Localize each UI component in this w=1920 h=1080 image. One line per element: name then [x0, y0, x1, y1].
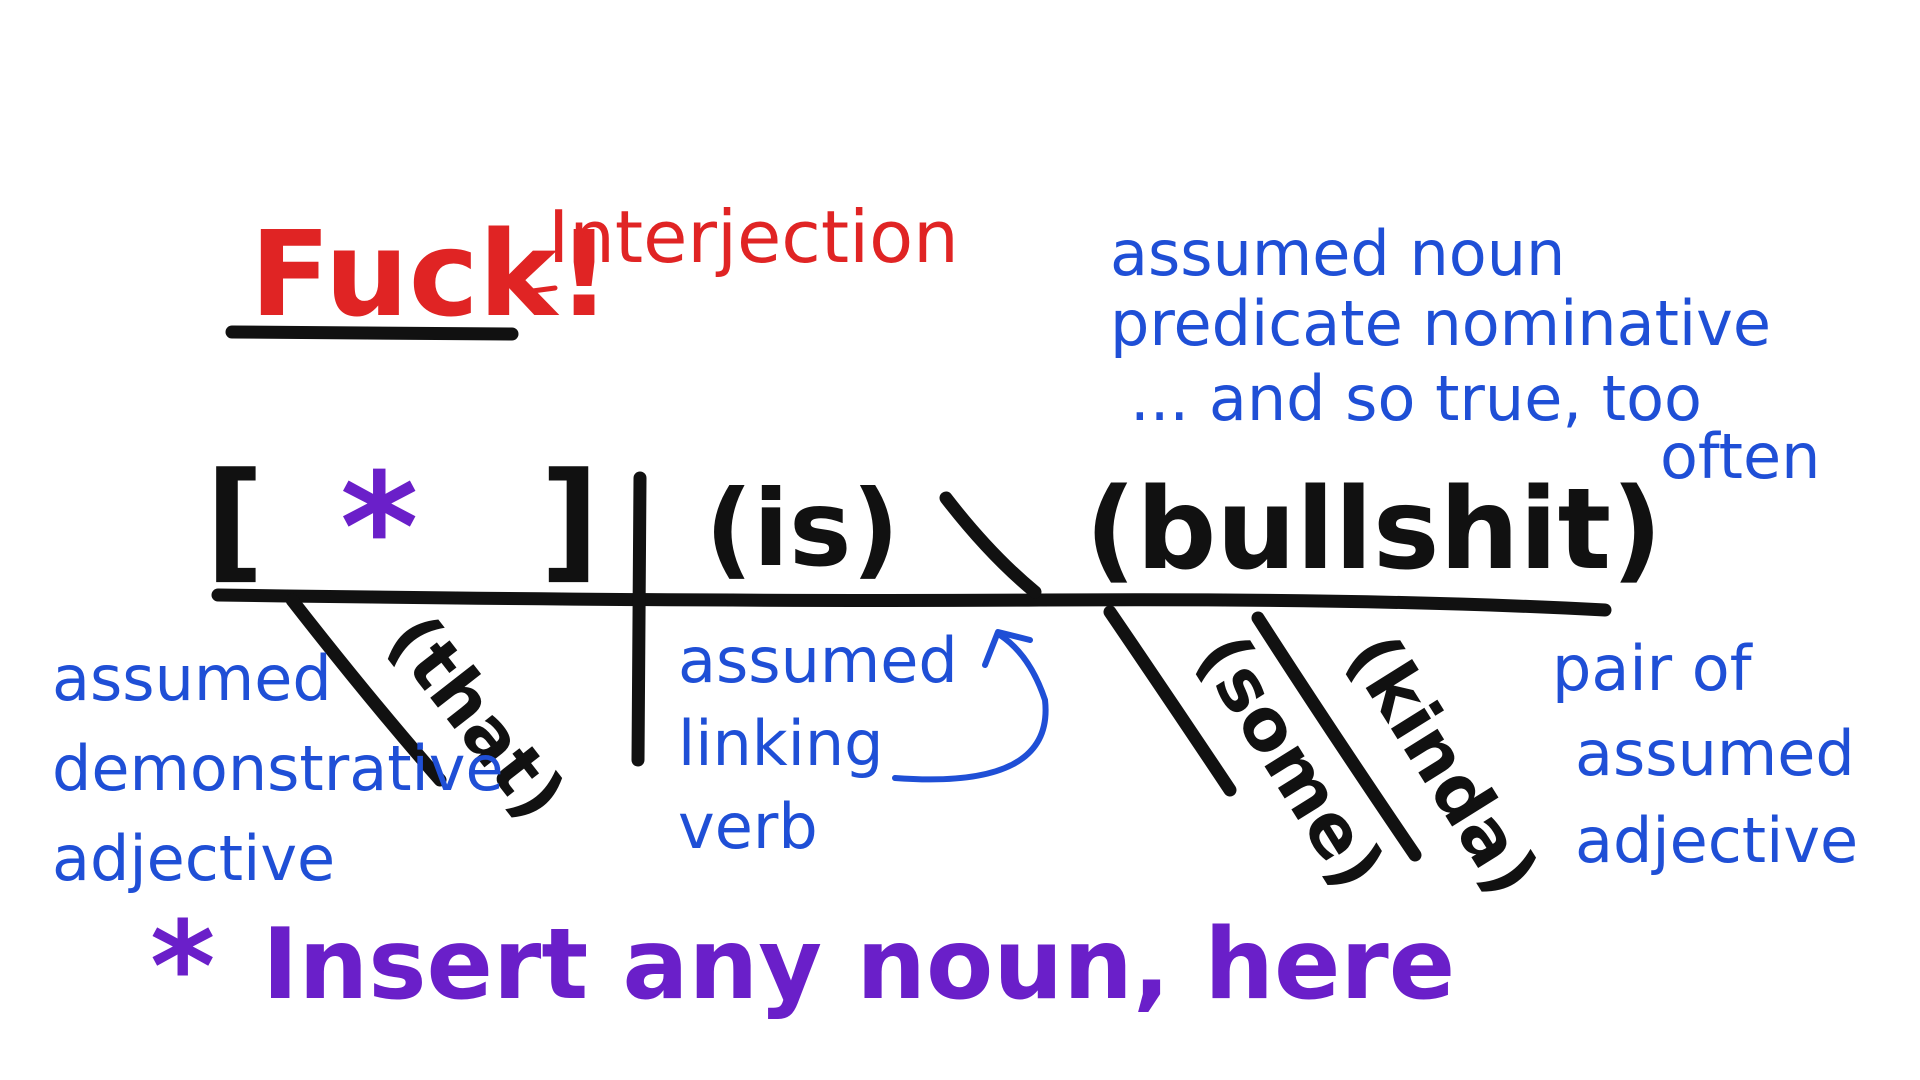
adj-note-line-1: pair of — [1552, 632, 1754, 705]
footnote: * Insert any noun, here — [150, 895, 1455, 1040]
linking-verb-arrow — [892, 632, 1049, 783]
lv-note-line-2: linking — [678, 707, 884, 780]
subject-bracket-close: ] — [540, 444, 599, 596]
interjection-connector — [522, 285, 558, 295]
demonstrative-annotation: assumed demonstrative adjective — [52, 642, 504, 895]
predicate-modifier-line-2 — [1251, 611, 1422, 862]
predicate-divider — [939, 491, 1042, 599]
linking-verb-arrowhead — [982, 629, 1033, 668]
pn-note-line-4: often — [1660, 420, 1820, 493]
interjection-baseline — [225, 325, 519, 341]
interjection-label: Interjection — [548, 195, 959, 279]
pn-note-line-3: ... and so true, too — [1130, 362, 1702, 435]
predicate-nominative-word: (bullshit) — [1085, 465, 1662, 595]
pn-note-line-1: assumed noun — [1110, 217, 1565, 290]
demo-note-line-2: demonstrative — [52, 732, 504, 805]
pn-note-line-2: predicate nominative — [1110, 287, 1771, 360]
footnote-marker: * — [150, 895, 215, 1040]
diagram-lines — [211, 471, 1612, 862]
linking-verb-annotation: assumed linking verb — [678, 624, 1049, 863]
demo-note-line-3: adjective — [52, 822, 335, 895]
lv-note-line-1: assumed — [678, 624, 958, 697]
adj-note-line-2: assumed — [1575, 717, 1855, 790]
predicate-nominative-annotation: assumed noun predicate nominative ... an… — [1110, 217, 1820, 493]
subject-placeholder: * — [340, 442, 418, 616]
adj-note-line-3: adjective — [1575, 804, 1858, 877]
subject-bracket-open: [ — [205, 444, 264, 596]
lv-note-line-3: verb — [678, 790, 818, 863]
footnote-text: Insert any noun, here — [262, 908, 1455, 1022]
verb-word: (is) — [705, 468, 899, 590]
interjection-word: Fuck! — [250, 205, 611, 343]
subject-group: [ * ] — [205, 442, 599, 616]
interjection-group: Fuck! Interjection — [225, 195, 959, 343]
subject-verb-divider — [631, 471, 647, 767]
predicate-modifier-line-1 — [1103, 605, 1237, 797]
demo-note-line-1: assumed — [52, 642, 332, 715]
main-baseline — [211, 588, 1612, 617]
subject-modifier-line — [285, 593, 447, 787]
adjective-pair-annotation: pair of assumed adjective — [1552, 632, 1858, 877]
